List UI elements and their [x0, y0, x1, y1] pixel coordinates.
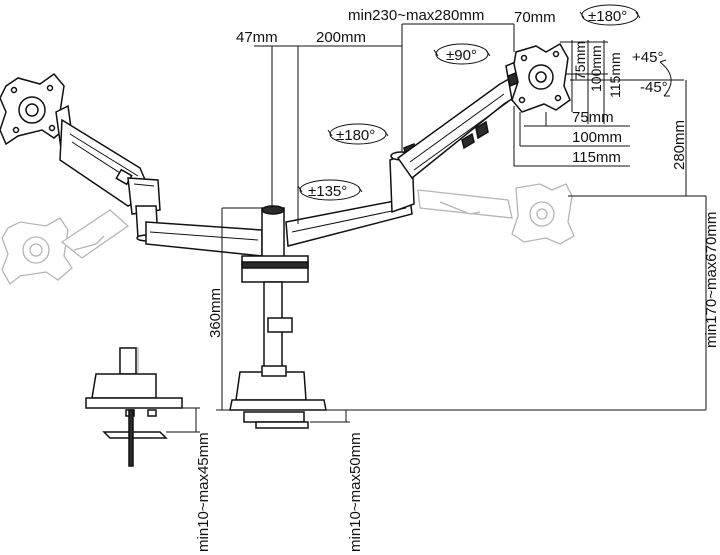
- rotation-90-label: ±90°: [446, 47, 477, 64]
- pole-height-label: 360mm: [207, 288, 224, 338]
- right-lower-arm: [285, 197, 413, 247]
- horizontal-115-label: 115mm: [572, 149, 621, 166]
- pole-top-hub: [241, 205, 309, 283]
- left-vesa-plate: [0, 72, 69, 146]
- vertical-115-label: 115mm: [607, 52, 623, 98]
- right-gas-spring-arm: [396, 72, 527, 180]
- rotation-arc-180: [327, 123, 389, 145]
- tilt-up-label: +45°: [632, 49, 663, 66]
- desk-clamp-base: [229, 365, 327, 429]
- rotation-180-label: ±180°: [336, 127, 375, 144]
- grommet-mount: [85, 347, 183, 467]
- height-range-label: min170~max670mm: [703, 212, 720, 348]
- height-280-label: 280mm: [671, 120, 688, 170]
- dimension-lines: [166, 23, 707, 433]
- rotation-top-label: ±180°: [588, 8, 627, 25]
- rotation-arc-135: [297, 179, 363, 201]
- right-vesa-plate: [511, 42, 571, 113]
- left-lower-arm: [145, 221, 263, 257]
- rotation-arc-90: [433, 43, 491, 65]
- horizontal-100-label: 100mm: [572, 129, 622, 146]
- grommet-clamp-range-label: min10~max45mm: [195, 432, 212, 552]
- support-pole: [263, 281, 293, 373]
- offset-70-label: 70mm: [514, 9, 556, 26]
- tilt-arc: [659, 59, 672, 97]
- base-clamp-range-label: min10~max50mm: [347, 432, 364, 552]
- ghost-right-arm: [417, 189, 513, 219]
- vertical-100-label: 100mm: [588, 45, 604, 92]
- left-gas-spring-arm: [59, 118, 161, 215]
- width-47-label: 47mm: [236, 29, 278, 46]
- rotation-135-label: ±135°: [308, 183, 347, 200]
- tilt-down-label: -45°: [640, 79, 668, 96]
- rotation-arc-top: [579, 4, 641, 26]
- reach-label: min230~max280mm: [348, 7, 484, 24]
- ghost-left-vesa-plate: [1, 217, 73, 285]
- vertical-75-label: 75mm: [572, 41, 588, 80]
- width-200-label: 200mm: [316, 29, 366, 46]
- horizontal-75-label: 75mm: [572, 109, 614, 126]
- ghost-right-vesa-plate: [511, 183, 575, 245]
- ghost-left-arm: [60, 209, 130, 259]
